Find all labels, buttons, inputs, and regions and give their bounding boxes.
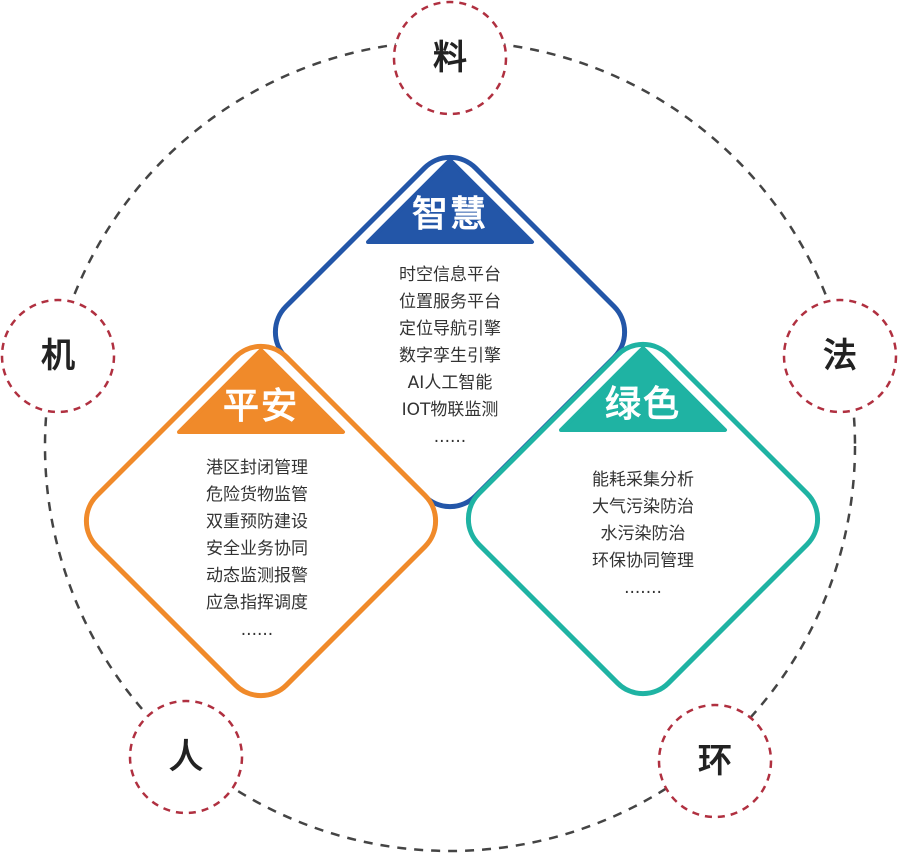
node-circle-liao — [392, 0, 508, 116]
node-label-ren: 人 — [169, 737, 203, 777]
node-circle-fa — [782, 298, 898, 414]
card-lvse-list: 能耗采集分析 大气污染防治 水污染防治 环保协同管理 ....... — [533, 467, 753, 602]
node-circle-ji — [0, 298, 116, 414]
card-lvse-title: 绿色 — [604, 384, 681, 425]
list-item: ....... — [624, 578, 662, 598]
node-label-huan: 环 — [698, 741, 732, 781]
node-label-ji: 机 — [41, 336, 75, 376]
list-item: 定位导航引擎 — [399, 319, 501, 339]
card-pingan-shape — [83, 343, 439, 699]
list-item: 数字孪生引擎 — [399, 346, 501, 366]
list-item: 港区封闭管理 — [206, 458, 308, 478]
list-item: 位置服务平台 — [399, 292, 501, 312]
card-pingan-list: 港区封闭管理 危险货物监管 双重预防建设 安全业务协同 动态监测报警 应急指挥调… — [147, 455, 367, 644]
list-item: 动态监测报警 — [206, 566, 308, 586]
list-item: 水污染防治 — [600, 524, 686, 544]
list-item: ...... — [433, 427, 467, 447]
card-pingan-title: 平安 — [222, 386, 299, 427]
list-item: 双重预防建设 — [206, 512, 308, 532]
node-circle-huan — [657, 703, 773, 819]
node-label-liao: 料 — [433, 38, 467, 78]
node-circle-ren — [128, 699, 244, 815]
list-item: 应急指挥调度 — [206, 593, 308, 613]
list-item: ...... — [240, 620, 274, 640]
list-item: 大气污染防治 — [592, 497, 694, 517]
card-zhihui-title: 智慧 — [411, 194, 488, 235]
card-lvse-banner — [559, 346, 727, 432]
card-zhihui-list: 时空信息平台 位置服务平台 定位导航引擎 数字孪生引擎 AI人工智能 IOT物联… — [340, 262, 560, 451]
list-item: 时空信息平台 — [399, 265, 501, 285]
list-item: 环保协同管理 — [592, 551, 694, 571]
list-item: 安全业务协同 — [206, 539, 308, 559]
card-pingan-banner — [177, 348, 345, 434]
card-lvse-shape — [465, 341, 821, 697]
list-item: 危险货物监管 — [206, 485, 308, 505]
list-item: 能耗采集分析 — [592, 470, 694, 490]
list-item: AI人工智能 — [407, 373, 493, 393]
list-item: IOT物联监测 — [401, 400, 499, 420]
node-label-fa: 法 — [823, 336, 857, 376]
card-zhihui-banner — [366, 158, 534, 244]
